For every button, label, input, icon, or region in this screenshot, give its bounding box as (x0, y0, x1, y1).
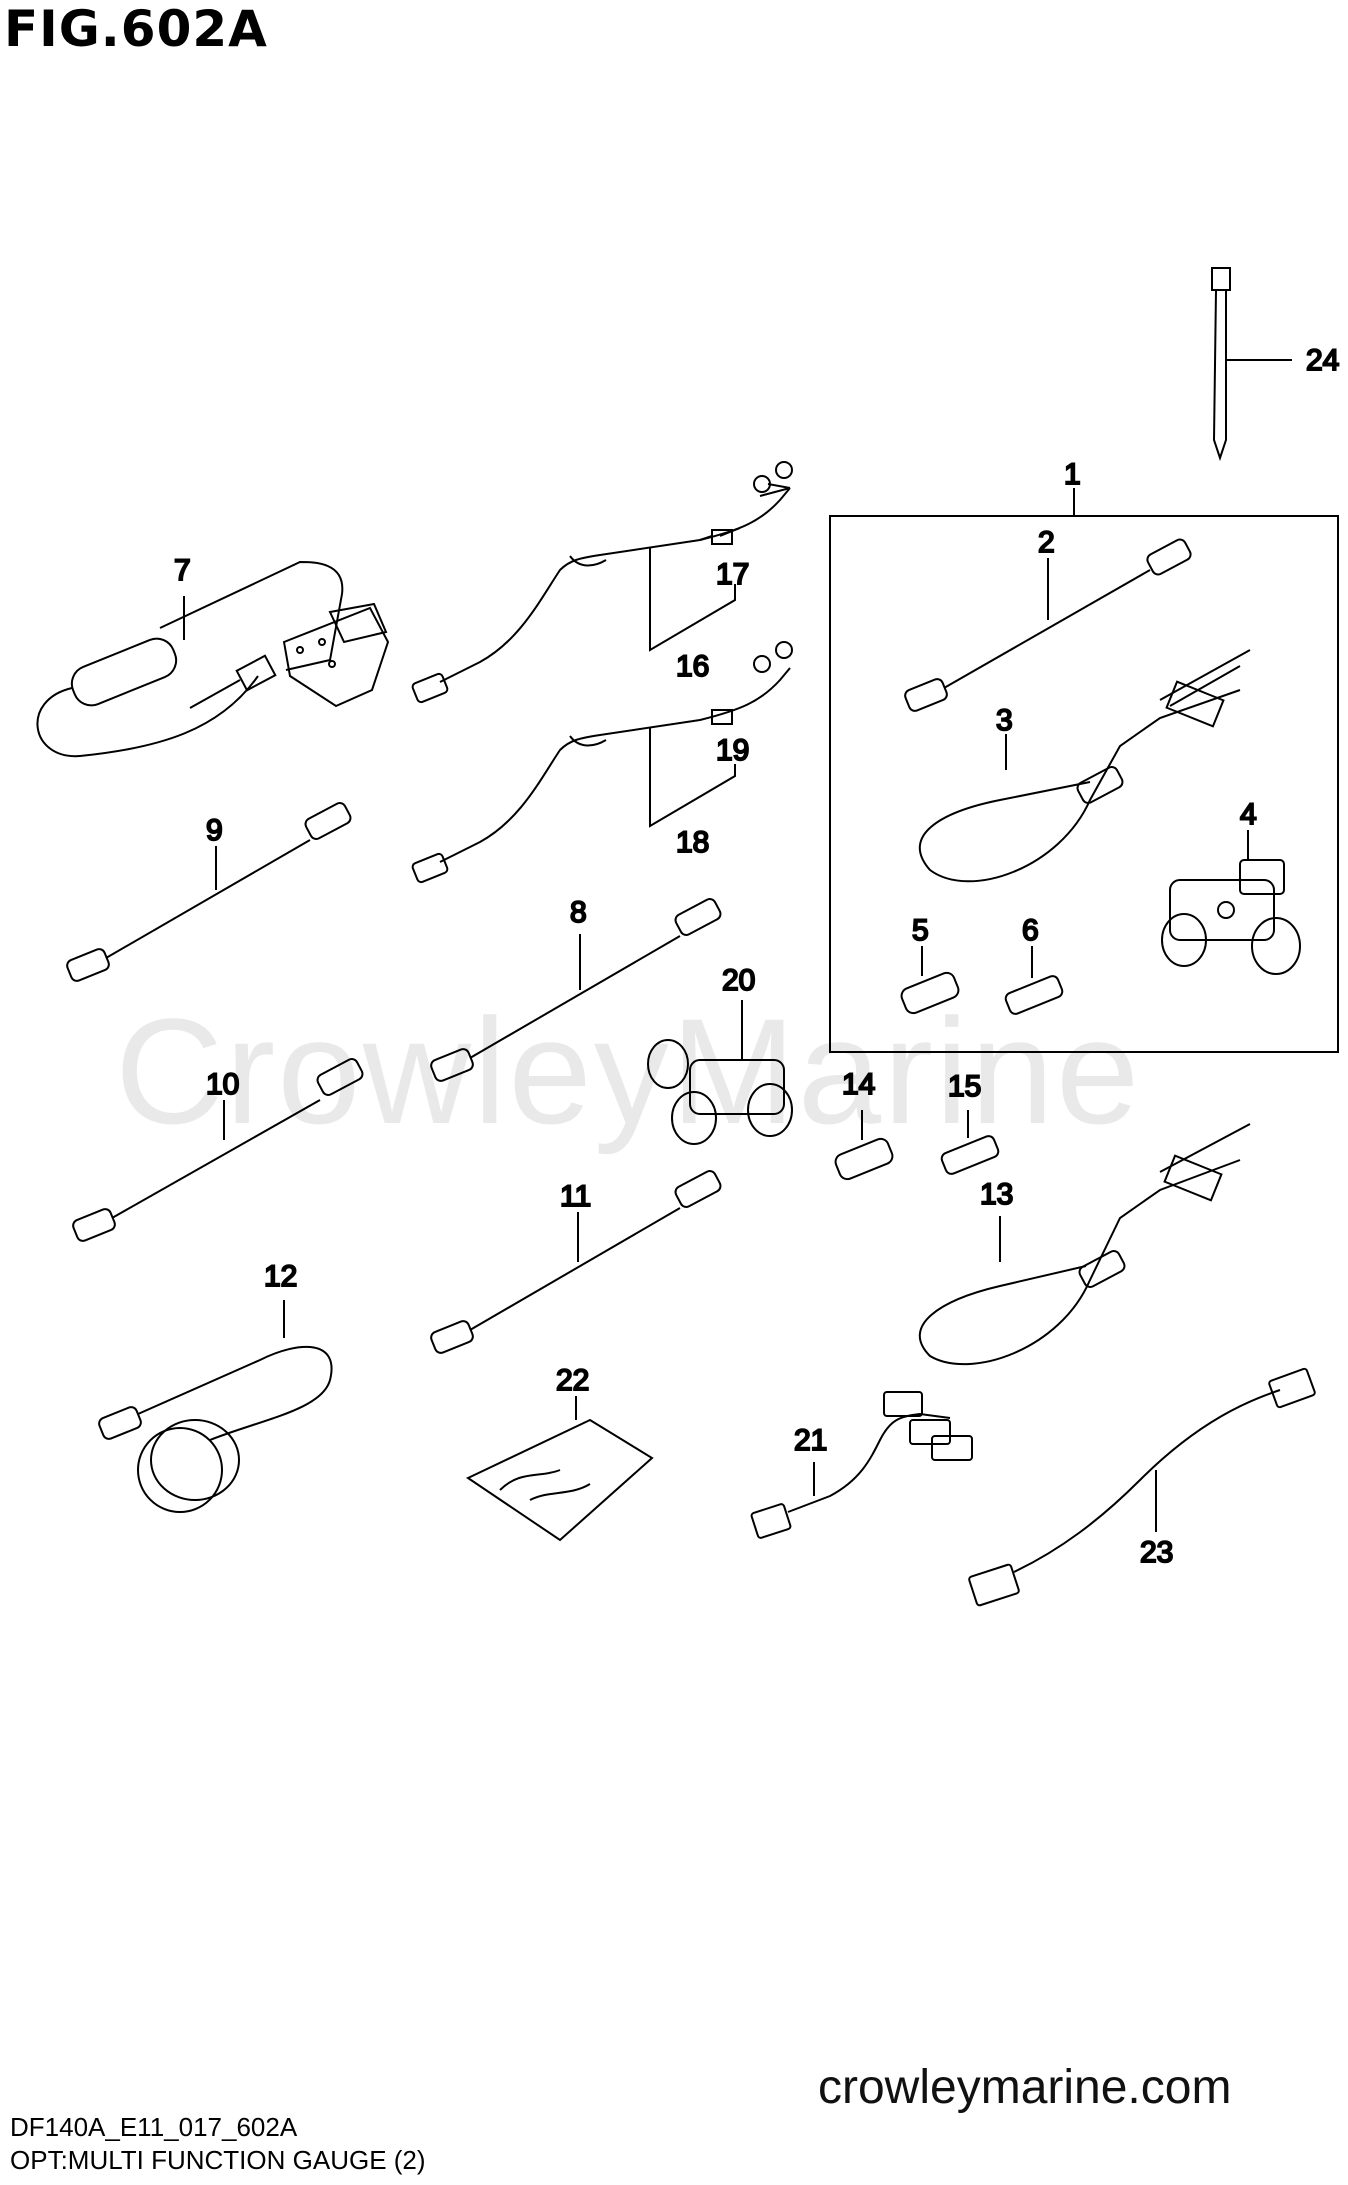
drawing-code: DF140A_E11_017_602A (10, 2112, 298, 2142)
figure-title: FIG.602A (4, 0, 268, 58)
callout-11: 11 (560, 1180, 591, 1213)
part-t-connector-4 (1161, 830, 1301, 975)
part-terminator-15 (940, 1110, 1000, 1175)
callout-5: 5 (912, 914, 929, 947)
part-power-harness-16 (411, 461, 793, 704)
part-power-harness-18 (411, 641, 793, 884)
callout-8: 8 (570, 896, 587, 929)
part-bag-22 (465, 1396, 654, 1542)
kit-box (829, 515, 1339, 1053)
callout-6: 6 (1022, 914, 1039, 947)
callout-18: 18 (676, 826, 709, 859)
callout-3: 3 (996, 704, 1013, 737)
callout-22: 22 (556, 1364, 589, 1397)
part-terminator-5 (900, 946, 960, 1015)
figure-caption: OPT:MULTI FUNCTION GAUGE (2) (10, 2145, 426, 2175)
callout-16: 16 (676, 650, 709, 683)
callout-12: 12 (264, 1260, 297, 1293)
callout-2: 2 (1038, 526, 1055, 559)
part-drop-cable-10 (72, 1058, 364, 1242)
part-terminator-14 (834, 1110, 894, 1181)
callout-13: 13 (980, 1178, 1013, 1211)
part-drop-cable-8 (430, 898, 722, 1082)
part-drop-cable-9 (66, 802, 352, 982)
part-backbone-cable-2 (904, 538, 1192, 712)
part-cable-tie (1211, 267, 1292, 462)
part-harness-23 (968, 1367, 1316, 1607)
part-sensor-harness (36, 560, 390, 758)
part-buzzer-12 (98, 1300, 333, 1513)
callout-17: 17 (716, 558, 749, 591)
callout-1: 1 (1064, 458, 1081, 491)
callout-24: 24 (1306, 344, 1339, 377)
website-label: crowleymarine.com (818, 2061, 1232, 2114)
callout-10: 10 (206, 1068, 239, 1101)
callout-4: 4 (1240, 798, 1257, 831)
part-terminator-6 (1004, 946, 1064, 1015)
part-t-connector-20 (647, 1000, 793, 1145)
part-harness-21 (750, 1391, 973, 1539)
callout-14: 14 (842, 1068, 875, 1101)
callout-20: 20 (722, 964, 755, 997)
callout-15: 15 (948, 1070, 981, 1103)
callout-7: 7 (174, 554, 191, 587)
part-drop-cable-11 (430, 1170, 722, 1354)
callout-19: 19 (716, 734, 749, 767)
part-power-cable-13 (918, 1123, 1251, 1366)
part-power-cable-3 (918, 649, 1251, 883)
callout-23: 23 (1140, 1536, 1173, 1569)
callout-9: 9 (206, 814, 223, 847)
callout-21: 21 (794, 1424, 827, 1457)
